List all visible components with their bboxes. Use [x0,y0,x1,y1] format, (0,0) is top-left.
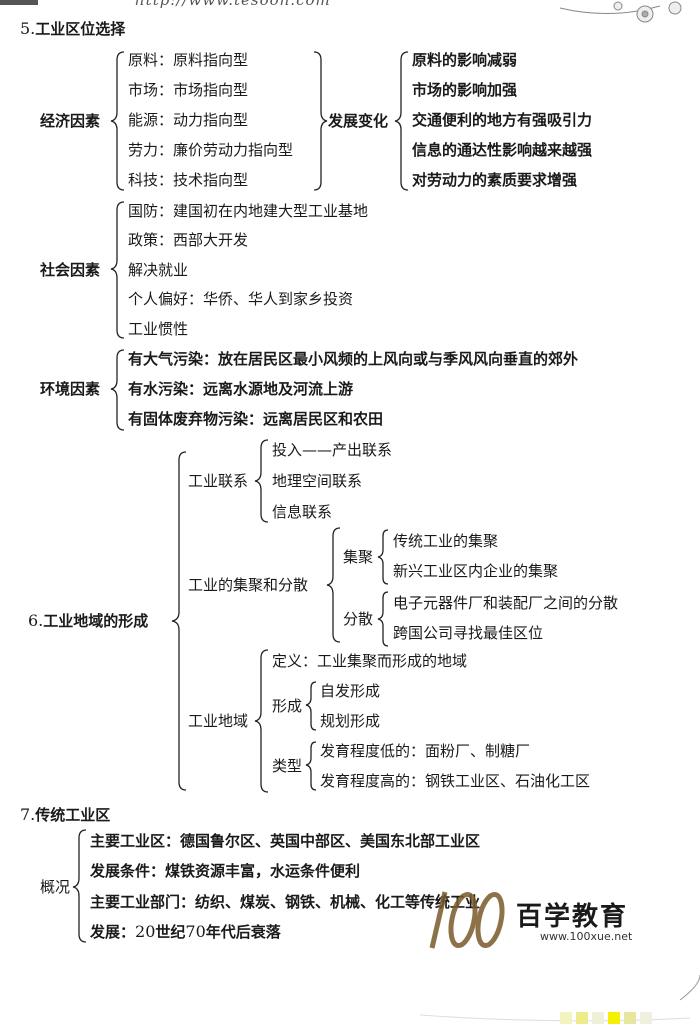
label-economic: 经济因素 [40,112,101,130]
social-item: 解决就业 [128,261,189,279]
economic-item: 劳力：廉价劳动力指向型 [128,141,294,159]
brace-change [394,51,409,191]
types-item: 发育程度低的：面粉厂、制糖厂 [320,742,531,760]
change-item: 信息的通达性影响越来越强 [412,141,593,159]
formation-item: 自发形成 [320,682,381,700]
overview-item: 主要工业区：德国鲁尔区、英国中部区、美国东北部工业区 [90,832,481,850]
linkage-item: 信息联系 [272,503,333,521]
label-overview: 概况 [40,878,71,896]
color-square [624,1012,636,1024]
label-change: 发展变化 [328,112,389,130]
formation-item: 规划形成 [320,712,381,730]
label-region: 工业地域 [188,712,249,730]
environment-item: 有固体废弃物污染：远离居民区和农田 [128,410,384,428]
linkage-item: 投入——产出联系 [272,441,393,459]
brace-economic-close [313,51,328,191]
label-environment: 环境因素 [40,380,101,398]
disperse-item: 电子元器件厂和装配厂之间的分散 [393,594,619,612]
logo-url: www.100xue.net [540,930,633,943]
color-square [640,1012,652,1024]
gather-item: 新兴工业区内企业的集聚 [393,562,559,580]
economic-item: 能源：动力指向型 [128,111,249,129]
label-gather: 集聚 [343,548,374,566]
brace-formation [305,681,317,731]
region-definition: 定义：工业集聚而形成的地域 [272,652,468,670]
environment-item: 有大气污染：放在居民区最小风频的上风向或与季风风向垂直的郊外 [128,350,579,368]
color-square [560,1012,572,1024]
label-formation: 形成 [272,697,303,715]
brace-types [305,741,317,791]
label-linkage: 工业联系 [188,472,249,490]
social-item: 政策：西部大开发 [128,231,249,249]
linkage-item: 地理空间联系 [272,472,363,490]
brace-region [254,649,269,793]
color-square [592,1012,604,1024]
overview-item-development: 发展：20世纪70年代后衰落 [90,922,281,942]
social-item: 个人偏好：华侨、华人到家乡投资 [128,290,354,308]
s6-heading: 6.工业地域的形成 [28,611,149,631]
gather-item: 传统工业的集聚 [393,532,499,550]
s5-heading: 5.工业区位选择 [20,19,126,39]
label-disperse: 分散 [343,610,374,628]
header-bar [0,0,38,5]
economic-item: 市场：市场指向型 [128,81,249,99]
brace-agglom [326,527,341,643]
s7-heading: 7.传统工业区 [20,805,111,825]
brace-overview [72,829,87,943]
environment-item: 有水污染：远离水源地及河流上游 [128,380,354,398]
flower-decoration [559,1,682,23]
color-square [608,1012,620,1024]
brace-gather [377,529,389,585]
brace-disperse [377,591,389,647]
disperse-item: 跨国公司寻找最佳区位 [393,624,544,642]
brace-s6-main [171,451,187,791]
label-types: 类型 [272,757,303,775]
brace-environment [110,349,125,431]
change-item: 交通便利的地方有强吸引力 [412,111,593,129]
brace-social [110,201,125,339]
economic-item: 原料：原料指向型 [128,51,249,69]
overview-item: 发展条件：煤铁资源丰富，水运条件便利 [90,862,361,880]
label-social: 社会因素 [40,261,101,279]
header-url: http://www.tesoon.com [135,0,331,9]
overview-item: 主要工业部门：纺织、煤炭、钢铁、机械、化工等传统工业 [90,893,481,911]
types-item: 发育程度高的：钢铁工业区、石油化工区 [320,772,591,790]
logo-text: 百学教育 [516,902,629,932]
social-item: 国防：建国初在内地建大型工业基地 [128,202,369,220]
change-item: 市场的影响加强 [412,81,518,99]
change-item: 对劳动力的素质要求增强 [412,171,578,189]
color-square [576,1012,588,1024]
brace-economic [110,51,125,191]
label-agglom: 工业的集聚和分散 [188,576,309,594]
brace-linkage [254,439,269,523]
economic-item: 科技：技术指向型 [128,171,249,189]
change-item: 原料的影响减弱 [412,51,518,69]
social-item: 工业惯性 [128,320,189,338]
